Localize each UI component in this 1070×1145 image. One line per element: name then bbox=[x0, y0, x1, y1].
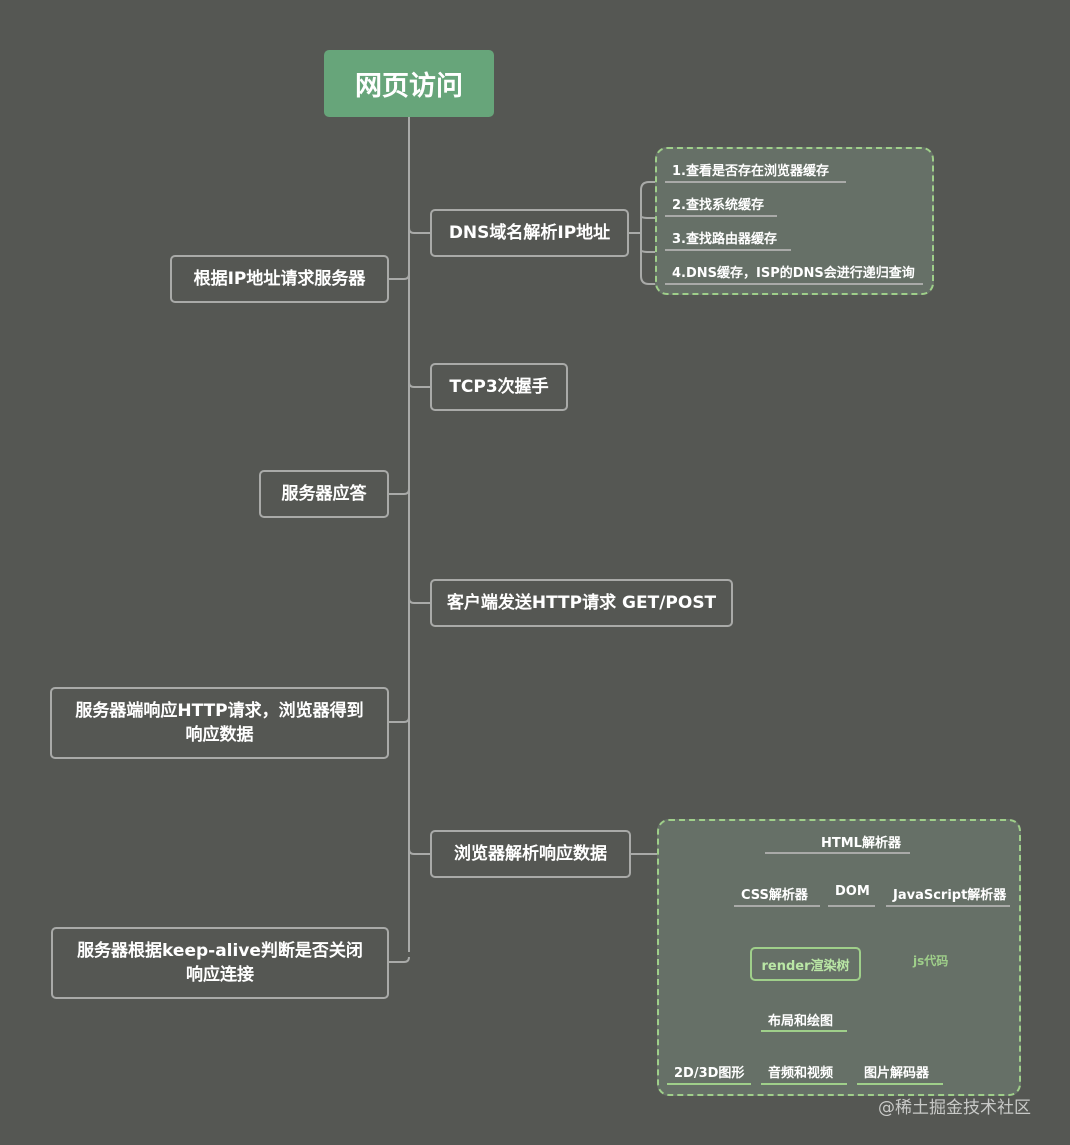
dns-step-1[interactable]: 1.查看是否存在浏览器缓存 bbox=[672, 164, 829, 179]
edge-tcp bbox=[408, 381, 430, 388]
branch-server-respond[interactable]: 服务器端响应HTTP请求，浏览器得到响应数据 bbox=[50, 687, 389, 759]
dns-step-2-underline bbox=[665, 215, 777, 217]
edge-dns bbox=[408, 227, 430, 234]
branch-tcp[interactable]: TCP3次握手 bbox=[430, 363, 568, 411]
dom-underline bbox=[828, 905, 875, 907]
branch-client-send[interactable]: 客户端发送HTTP请求 GET/POST bbox=[430, 579, 733, 627]
dns-step-1-underline bbox=[665, 181, 846, 183]
edge-server-respond bbox=[389, 716, 410, 723]
edge-server-reply bbox=[389, 488, 410, 495]
graphics-2d3d[interactable]: 2D/3D图形 bbox=[674, 1066, 745, 1081]
dns-steps-group bbox=[655, 147, 934, 295]
edge-browser-parse bbox=[408, 848, 430, 855]
dns-step-3[interactable]: 3.查找路由器缓存 bbox=[672, 232, 777, 247]
branch-request-server[interactable]: 根据IP地址请求服务器 bbox=[170, 255, 389, 303]
dom-node[interactable]: DOM bbox=[835, 884, 870, 899]
branch-server-reply[interactable]: 服务器应答 bbox=[259, 470, 389, 518]
edge-client-send bbox=[408, 597, 430, 604]
dns-step-3-underline bbox=[665, 249, 791, 251]
html-parser-underline bbox=[765, 852, 910, 854]
branch-keep-alive[interactable]: 服务器根据keep-alive判断是否关闭响应连接 bbox=[51, 927, 389, 999]
js-parser[interactable]: JavaScript解析器 bbox=[893, 888, 1007, 903]
css-parser[interactable]: CSS解析器 bbox=[741, 888, 808, 903]
graphics-underline bbox=[667, 1083, 751, 1085]
edge-keep-alive bbox=[389, 956, 410, 963]
image-decoder[interactable]: 图片解码器 bbox=[864, 1066, 930, 1081]
layout-paint-underline bbox=[761, 1030, 847, 1032]
js-parser-underline bbox=[886, 905, 1010, 907]
audio-video[interactable]: 音频和视频 bbox=[768, 1066, 834, 1081]
root-node[interactable]: 网页访问 bbox=[324, 50, 494, 117]
js-code-label: js代码 bbox=[913, 954, 949, 968]
dns-bracket bbox=[640, 181, 665, 285]
css-parser-underline bbox=[734, 905, 820, 907]
render-tree-node[interactable]: render渲染树 bbox=[750, 947, 861, 981]
image-decoder-underline bbox=[857, 1083, 943, 1085]
audio-video-underline bbox=[761, 1083, 847, 1085]
branch-browser-parse[interactable]: 浏览器解析响应数据 bbox=[430, 830, 631, 878]
dns-step-2[interactable]: 2.查找系统缓存 bbox=[672, 198, 764, 213]
html-parser[interactable]: HTML解析器 bbox=[821, 836, 901, 851]
branch-dns[interactable]: DNS域名解析IP地址 bbox=[430, 209, 629, 257]
watermark: @稀土掘金技术社区 bbox=[878, 1098, 1031, 1118]
layout-paint[interactable]: 布局和绘图 bbox=[768, 1014, 834, 1029]
edge-request-server bbox=[389, 273, 410, 280]
dns-step-4-underline bbox=[665, 283, 923, 285]
dns-step-4[interactable]: 4.DNS缓存，ISP的DNS会进行递归查询 bbox=[672, 266, 915, 281]
